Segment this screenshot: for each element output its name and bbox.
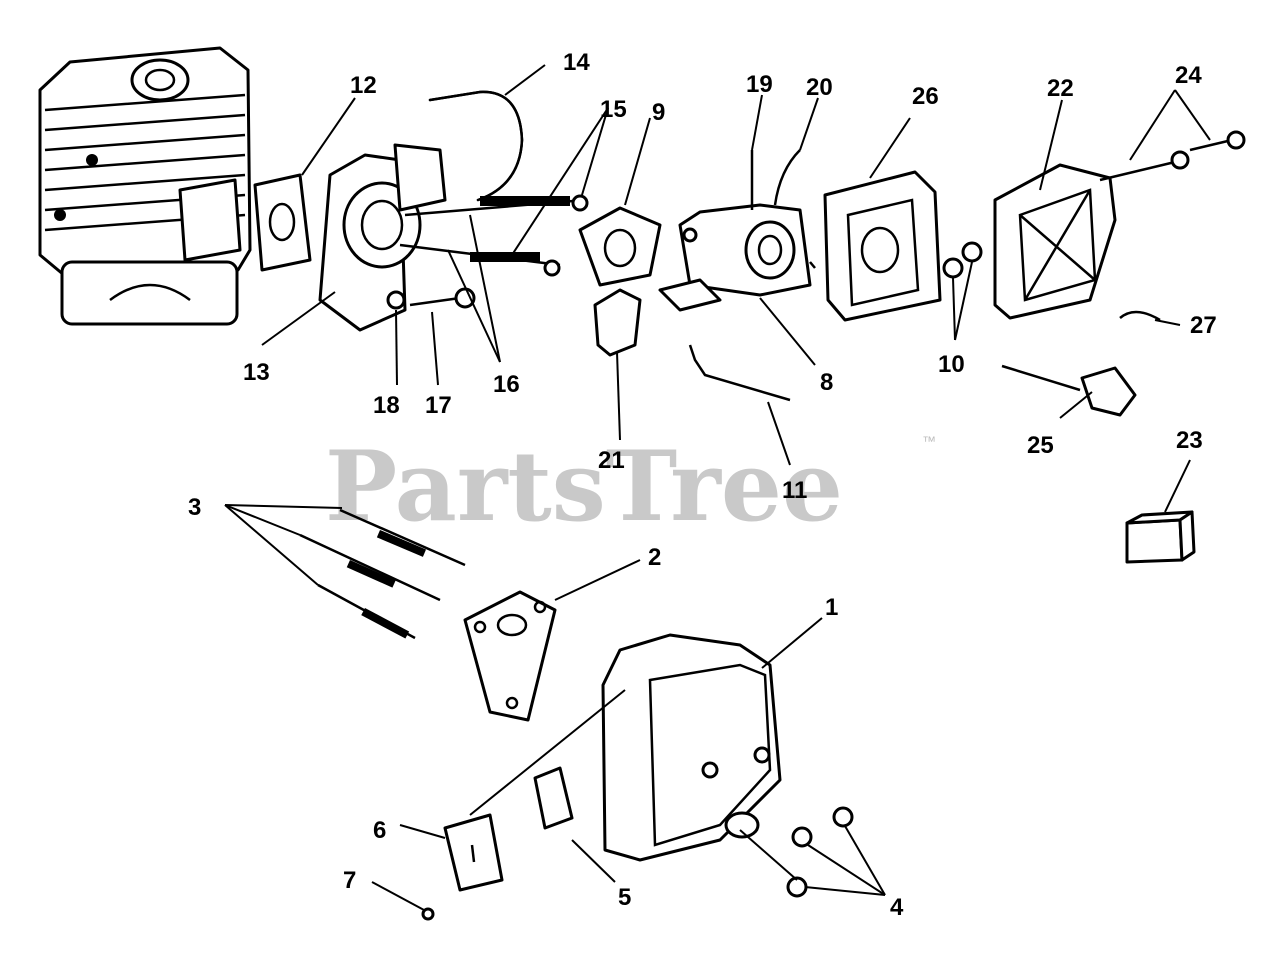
nut-4b	[791, 826, 813, 848]
callout-8: 8	[820, 369, 833, 396]
callout-labels: 1 2 3 4 5 6 7 8 9 10 11 12 13 14 15 16 1…	[188, 49, 1217, 921]
washer-part	[386, 290, 406, 310]
throttle-rod	[688, 344, 791, 402]
clip-part	[1119, 310, 1161, 322]
screw-part	[409, 287, 476, 309]
nut-4a	[832, 806, 854, 828]
carburetor-part	[658, 203, 816, 312]
choke-lever	[593, 288, 642, 357]
callout-4: 4	[890, 894, 904, 921]
air-filter-base	[823, 170, 942, 322]
callout-2: 2	[648, 544, 661, 571]
callout-18: 18	[373, 392, 400, 419]
muffler-body	[601, 633, 782, 862]
muffler-gasket	[463, 590, 557, 722]
callout-26: 26	[912, 83, 939, 110]
callout-21: 21	[598, 447, 625, 474]
callout-22: 22	[1047, 75, 1074, 102]
callout-12: 12	[350, 72, 377, 99]
callout-3: 3	[188, 494, 201, 521]
callout-24: 24	[1175, 62, 1202, 89]
watermark-trademark: ™	[922, 433, 936, 449]
callout-14: 14	[563, 49, 590, 76]
screw-7	[421, 907, 435, 921]
callout-5: 5	[618, 884, 631, 911]
callout-25: 25	[1027, 432, 1054, 459]
nut-4c	[786, 876, 808, 898]
studs	[399, 194, 589, 277]
callout-7: 7	[343, 867, 356, 894]
callout-17: 17	[425, 392, 452, 419]
nut-10b	[961, 241, 983, 263]
knob-part	[1001, 364, 1137, 417]
callout-15: 15	[600, 96, 627, 123]
callout-27: 27	[1190, 312, 1217, 339]
callout-19: 19	[746, 71, 773, 98]
deflector-part	[443, 813, 504, 892]
callout-10: 10	[938, 351, 965, 378]
callout-11: 11	[782, 477, 807, 504]
air-filter-cover	[993, 163, 1117, 320]
callout-9: 9	[652, 99, 665, 126]
muffler-bolts	[299, 508, 466, 640]
leader-lines	[224, 64, 1211, 911]
callout-16: 16	[493, 371, 520, 398]
callout-23: 23	[1176, 427, 1203, 454]
intake-adaptor-part	[318, 143, 447, 332]
callout-6: 6	[373, 817, 386, 844]
foam-block-part	[1125, 510, 1196, 564]
nut-10a	[942, 257, 964, 279]
spark-screen	[533, 766, 574, 830]
callout-20: 20	[806, 74, 833, 101]
screws-24	[1099, 130, 1246, 182]
intake-gasket	[253, 173, 312, 272]
carburetor-gasket	[578, 206, 662, 287]
cylinder-part	[38, 46, 252, 326]
callout-13: 13	[243, 359, 270, 386]
fuel-line-20	[773, 149, 801, 206]
watermark-text: PartsTree	[325, 430, 843, 543]
callout-1: 1	[825, 594, 838, 621]
